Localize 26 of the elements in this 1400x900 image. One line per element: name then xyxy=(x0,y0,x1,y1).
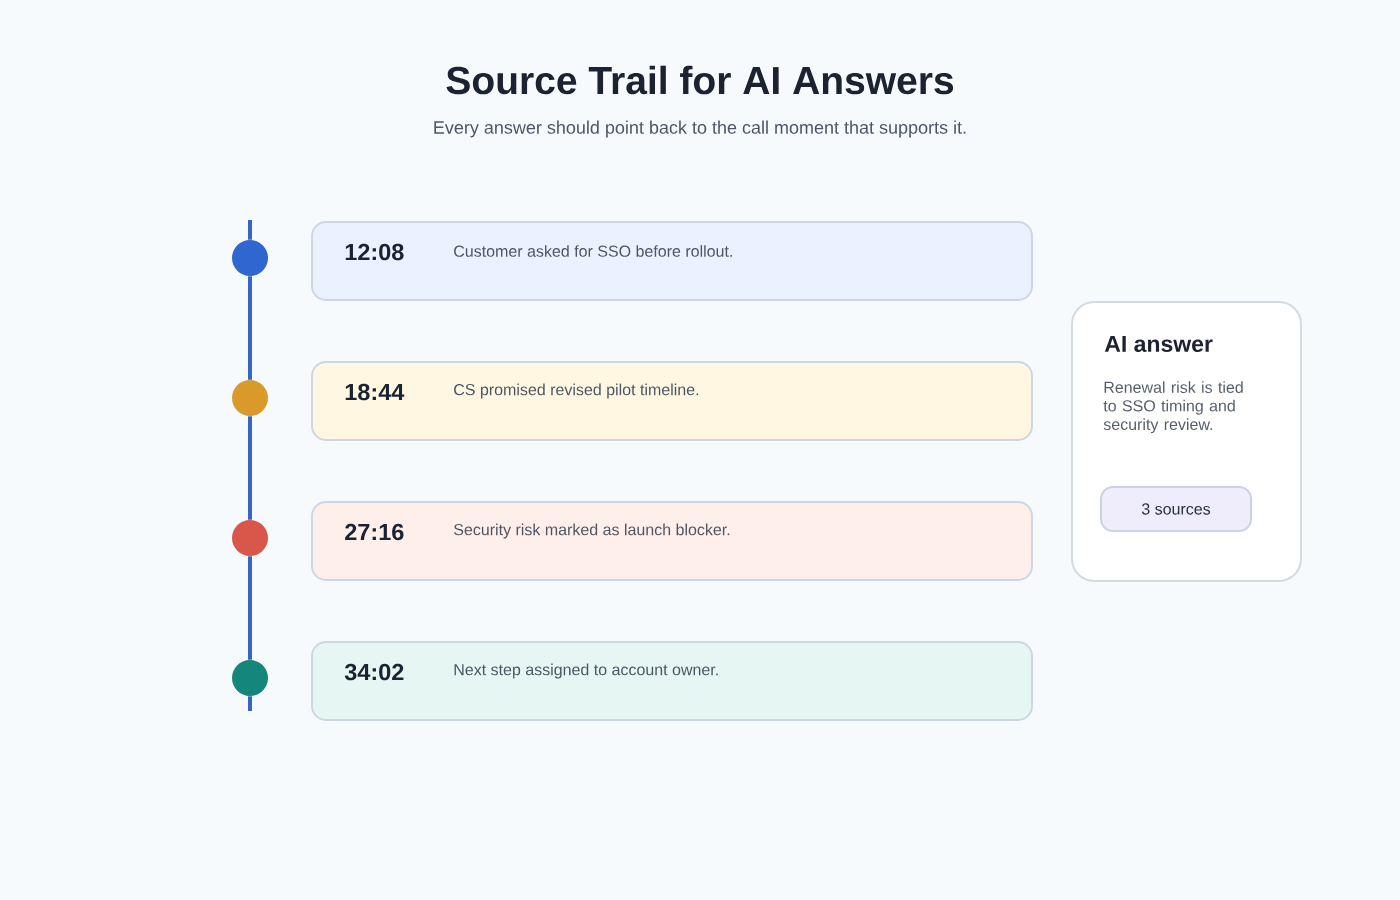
card-heading: AI answer xyxy=(1104,336,1213,353)
event-text: Customer asked for SSO before rollout. xyxy=(454,245,732,257)
event-text: Security risk marked as launch blocker. xyxy=(454,523,730,539)
timestamp: 18:44 xyxy=(345,383,405,401)
event-card xyxy=(311,221,1033,301)
timeline-dot xyxy=(232,520,268,556)
timeline-dot xyxy=(232,380,268,416)
event-text: Next step assigned to account owner. xyxy=(454,663,718,679)
timeline-line xyxy=(248,276,252,380)
timestamp: 12:08 xyxy=(345,243,404,261)
title: Source Trail for AI Answers xyxy=(446,65,954,95)
timeline-dot xyxy=(232,240,268,276)
timestamp: 34:02 xyxy=(344,663,404,681)
subtitle: Every answer should point back to the call moment that supports it. xyxy=(434,120,966,138)
event-card xyxy=(311,641,1033,721)
timeline-line xyxy=(248,696,252,711)
event-card xyxy=(311,361,1033,441)
timeline-line xyxy=(248,416,252,520)
timeline-line xyxy=(248,220,252,240)
timeline-line xyxy=(248,556,252,660)
event-text: CS promised revised pilot timeline. xyxy=(454,383,699,399)
card-body: Renewal risk is tied to SSO timing and security review. xyxy=(1103,381,1243,434)
timestamp: 27:16 xyxy=(345,523,404,541)
sources-badge: 3 sources xyxy=(1100,486,1252,532)
event-card xyxy=(311,501,1033,581)
timeline-dot xyxy=(232,660,268,696)
